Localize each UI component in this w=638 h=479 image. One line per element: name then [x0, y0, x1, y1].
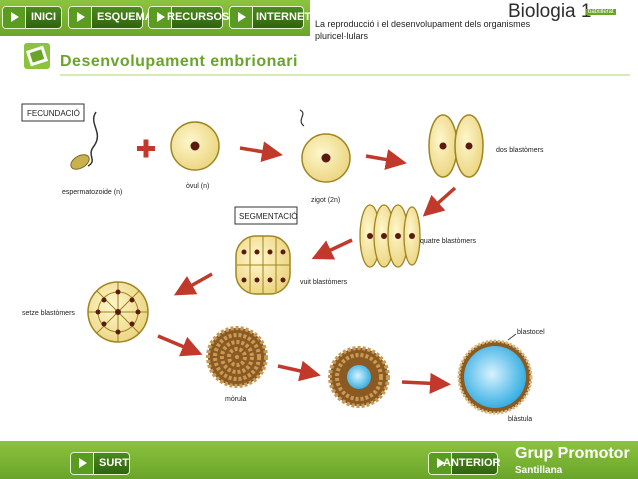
header-panel	[310, 0, 638, 36]
esquema-label: ESQUEMA	[97, 11, 153, 23]
anterior-button[interactable]: ANTERIOR	[428, 452, 501, 475]
vuit-blastomers-label: vuit blastòmers	[300, 279, 348, 286]
play-icon	[149, 7, 172, 28]
eight-blastomeres	[235, 235, 291, 295]
chapter-subtitle: La reproducció i el desenvolupament dels…	[315, 19, 531, 41]
arrow	[277, 360, 321, 382]
arrow	[422, 186, 457, 217]
page-title: Desenvolupament embrionari	[60, 53, 298, 70]
fecundacio-box	[21, 103, 85, 122]
zigot-label: zigot (2n)	[311, 197, 340, 204]
esquema-button[interactable]: ESQUEMA	[68, 6, 153, 29]
blastula-label: blàstula	[508, 416, 532, 423]
brand-tag: batxillerat	[586, 9, 616, 15]
surt-label: SURT	[99, 457, 129, 469]
quatre-blastomers-label: quatre blastòmers	[420, 238, 477, 245]
document-icon	[24, 43, 50, 69]
setze-blastomers-label: setze blastòmers	[22, 310, 75, 317]
blastocel-pointer	[507, 333, 517, 341]
play-icon	[69, 7, 92, 28]
anterior-label: ANTERIOR	[443, 457, 501, 469]
early-blastula	[328, 346, 390, 408]
arrow	[239, 141, 283, 163]
arrow	[365, 149, 407, 170]
blastocel-label: blastocel	[517, 329, 545, 336]
blastula	[457, 339, 533, 415]
dos-blastomers-label: dos blastòmers	[496, 147, 544, 154]
fecundacio-label: FECUNDACIÓ	[27, 109, 80, 118]
segmentacio-label: SEGMENTACIÓ	[239, 212, 298, 221]
two-blastomeres	[428, 114, 484, 178]
inici-button[interactable]: INICI	[2, 6, 62, 29]
arrow	[401, 372, 451, 394]
ovul-label: òvul (n)	[186, 183, 209, 190]
plus-icon	[137, 139, 155, 158]
sperm-illustration	[70, 111, 99, 170]
embryo-development-diagram: FECUNDACIÓ espermatozoide (n) òvul (n) z…	[21, 103, 545, 423]
internet-button[interactable]: INTERNET	[229, 6, 311, 29]
espermatozoide-label: espermatozoide (n)	[62, 189, 122, 196]
recursos-button[interactable]: RECURSOS	[148, 6, 229, 29]
segmentacio-box	[234, 206, 298, 225]
recursos-label: RECURSOS	[167, 11, 230, 23]
play-icon	[230, 7, 253, 28]
internet-label: INTERNET	[256, 11, 311, 23]
surt-button[interactable]: SURT	[70, 452, 130, 475]
publisher-logo: Grup Promotor	[515, 445, 630, 462]
publisher-sub: Santillana	[515, 465, 563, 476]
play-icon	[429, 453, 452, 474]
arrow	[173, 272, 213, 296]
four-blastomeres	[359, 204, 421, 268]
play-icon	[71, 453, 94, 474]
inici-label: INICI	[31, 11, 57, 23]
sixteen-blastomeres	[87, 281, 149, 343]
morula	[206, 326, 268, 388]
morula-label: mòrula	[225, 396, 247, 403]
arrow	[311, 238, 353, 260]
arrow	[157, 334, 203, 357]
brand-title: Biologia 1	[508, 1, 592, 22]
title-divider	[60, 74, 630, 76]
zygote-cell	[299, 109, 351, 183]
ovum-cell	[170, 121, 220, 171]
play-icon	[3, 7, 26, 28]
